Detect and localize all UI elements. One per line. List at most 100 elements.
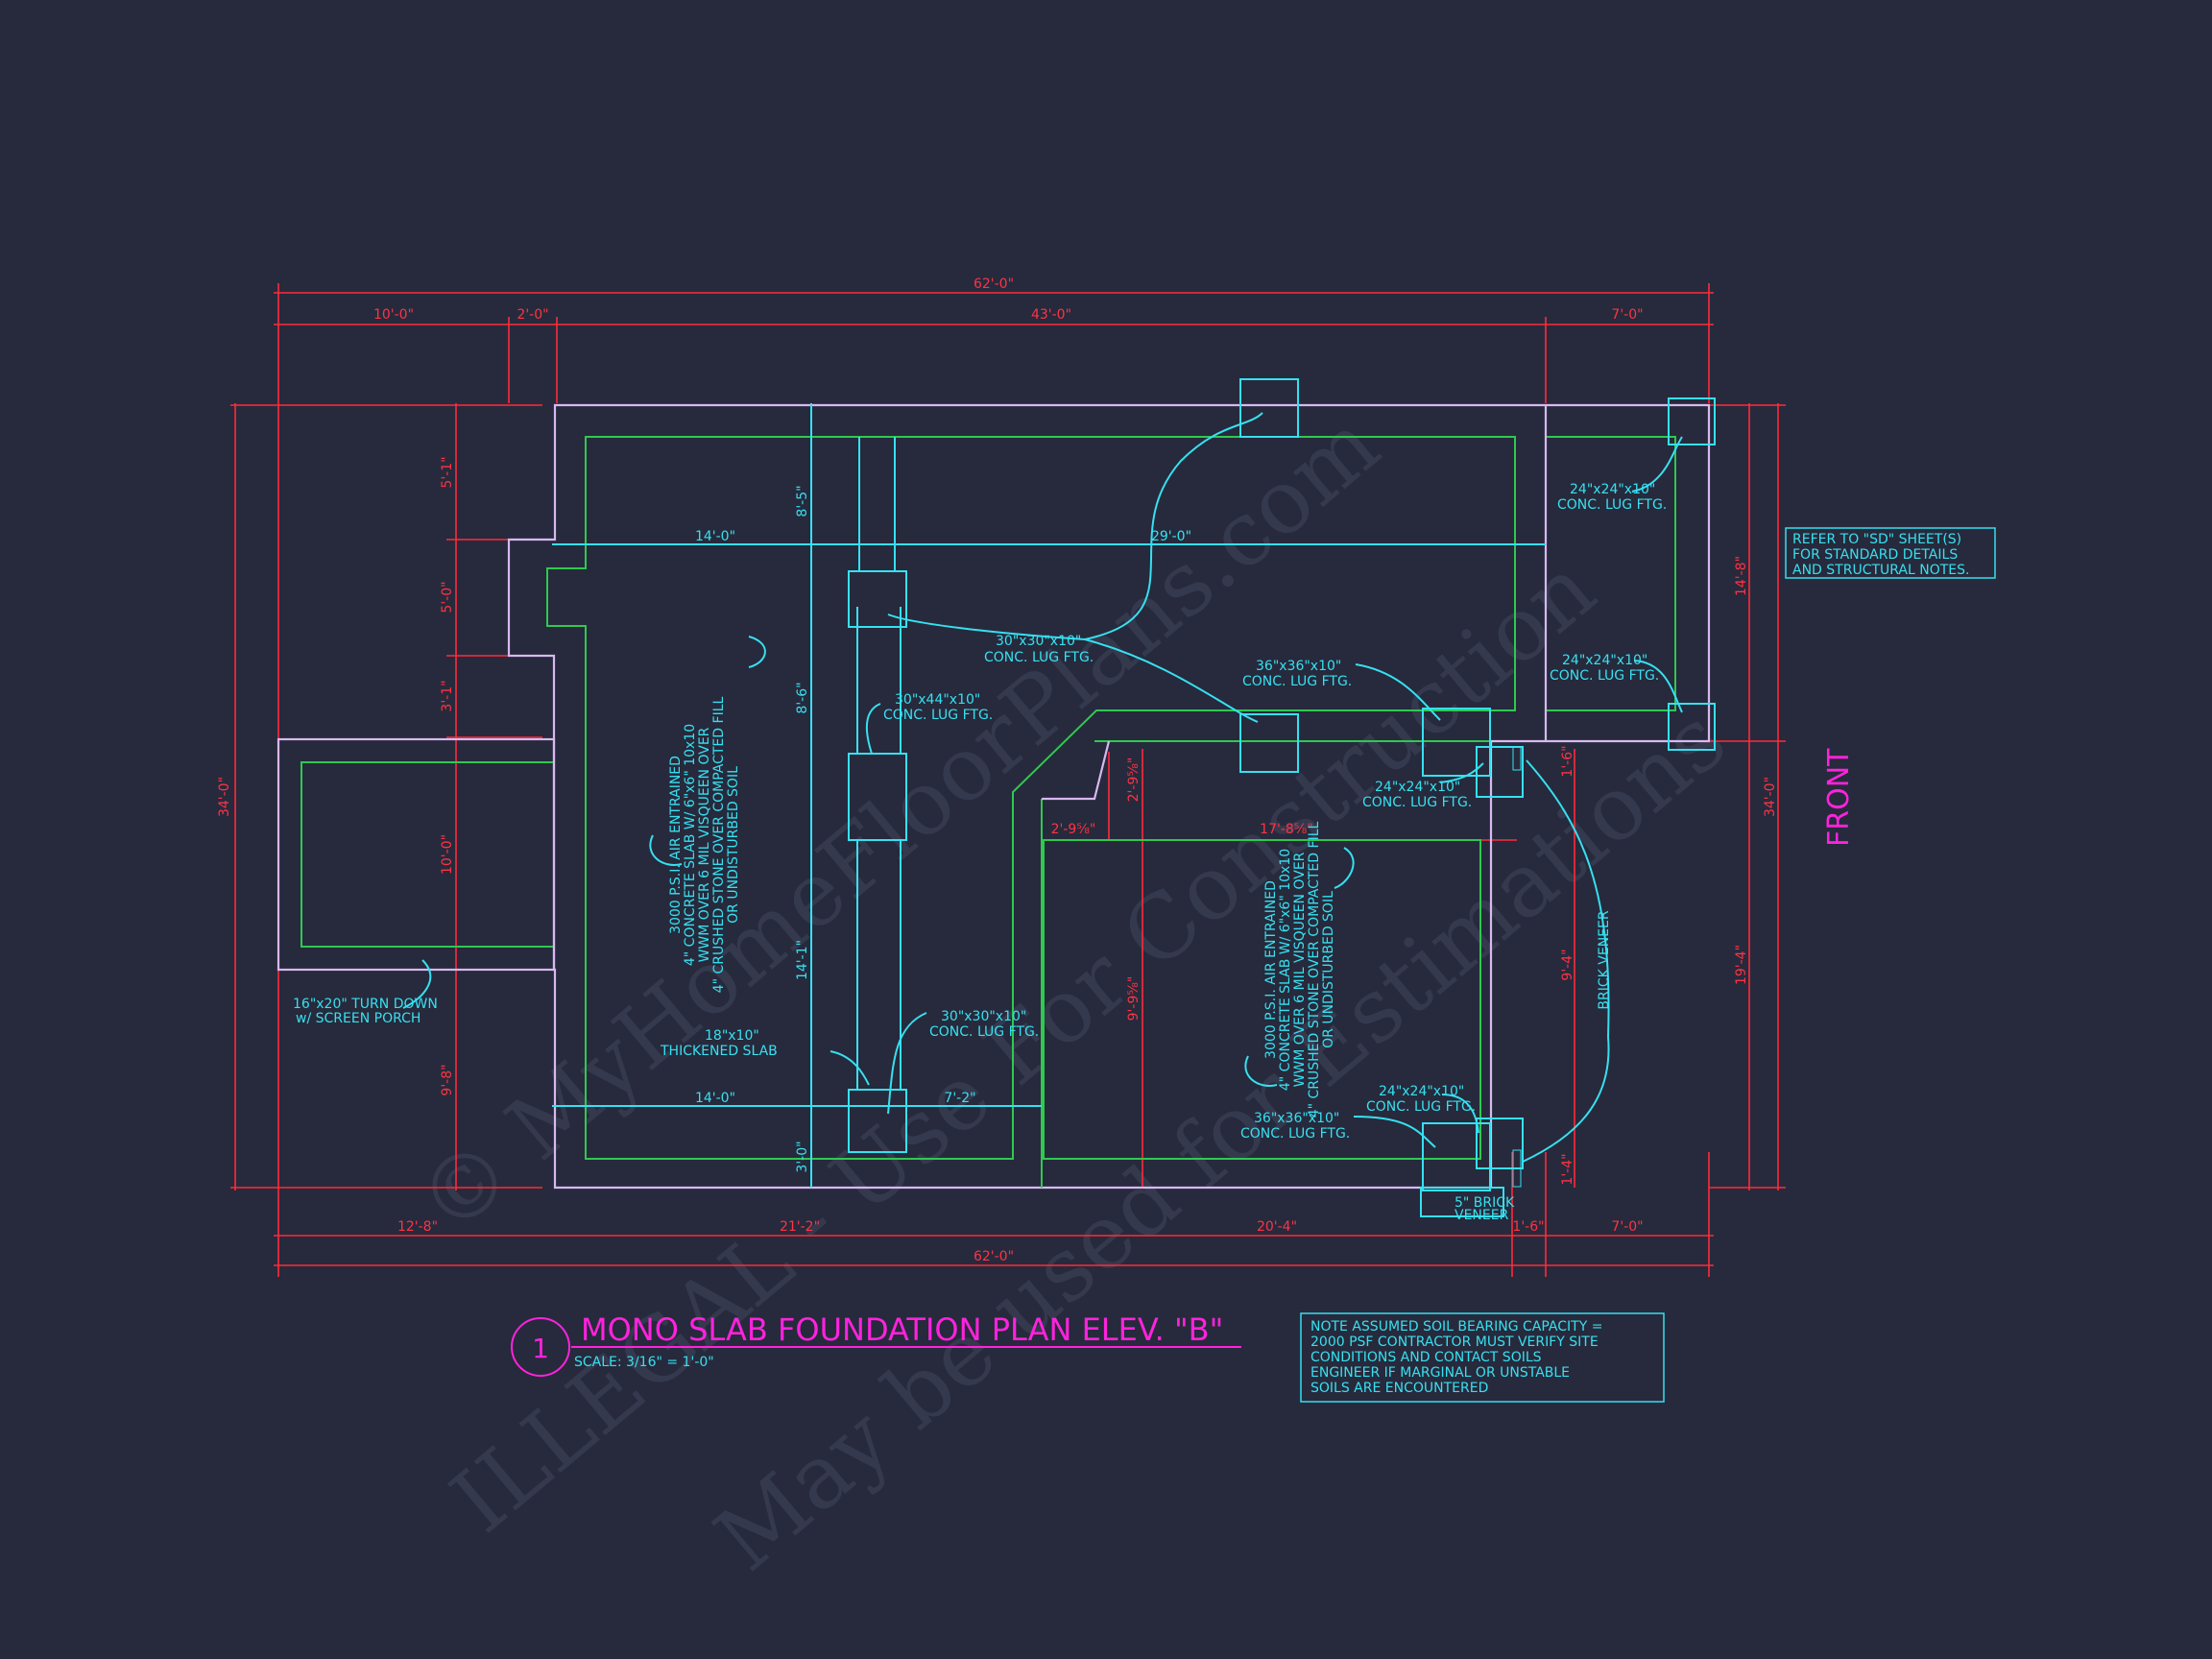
slab-spec-garage: 3000 P.S.I. AIR ENTRAINED 4" CONCRETE SL… xyxy=(1263,822,1336,1118)
footing-callouts: 30"x30"x10" CONC. LUG FTG. 30"x44"x10" C… xyxy=(293,482,1667,1223)
slab-spec-garage-3: WWM OVER 6 MIL VISQUEEN OVER xyxy=(1292,852,1308,1087)
dim-right-a: 14'-8" xyxy=(1734,556,1749,596)
ftg-24d-label: CONC. LUG FTG. xyxy=(1366,1099,1476,1115)
dim-bot-d: 1'-6" xyxy=(1512,1219,1544,1235)
dim-left-overall: 34'-0" xyxy=(217,777,232,817)
dimension-texts: 62'-0" 10'-0" 2'-0" 43'-0" 7'-0" 62'-0" … xyxy=(217,276,1778,1264)
ftg-36x36b-size: 36"x36"x10" xyxy=(1254,1111,1339,1126)
watermark: © MyHomeFloorPlans.com ILLEGAL - Use For… xyxy=(398,393,1744,1591)
soil-note-2: 2000 PSF CONTRACTOR MUST VERIFY SITE xyxy=(1310,1334,1599,1350)
dim-right-overall: 34'-0" xyxy=(1763,777,1778,817)
thick-slab-label: THICKENED SLAB xyxy=(660,1044,778,1059)
ftg-24d-size: 24"x24"x10" xyxy=(1379,1084,1464,1099)
dim-v-3-0: 3'-0" xyxy=(795,1141,810,1172)
interior-dimensions: 14'-0" 29'-0" 14'-0" 7'-2" 8'-5" 8'-6" 1… xyxy=(695,485,1191,1172)
foundation-outline xyxy=(507,403,1711,1190)
refer-note-2: FOR STANDARD DETAILS xyxy=(1792,547,1958,563)
dim-v-1-4: 1'-4" xyxy=(1560,1153,1575,1185)
thick-slab-size: 18"x10" xyxy=(705,1028,759,1044)
dim-in-29: 29'-0" xyxy=(1151,529,1191,544)
dim-v-8-5: 8'-5" xyxy=(795,485,810,517)
ftg-30x30a-size: 30"x30"x10" xyxy=(996,634,1081,649)
soil-note-4: ENGINEER IF MARGINAL OR UNSTABLE xyxy=(1310,1365,1570,1381)
ftg-36x36a-size: 36"x36"x10" xyxy=(1256,659,1341,674)
front-porch-slab xyxy=(1546,436,1676,711)
leader-lines xyxy=(402,412,1683,1163)
brick-hatch xyxy=(1512,746,1522,1188)
ftg-30x44-size: 30"x44"x10" xyxy=(895,692,980,708)
ftg-30x30b-size: 30"x30"x10" xyxy=(941,1009,1026,1024)
dim-top-a: 10'-0" xyxy=(373,307,414,323)
dim-bot-e: 7'-0" xyxy=(1611,1219,1643,1235)
dim-top-b: 2'-0" xyxy=(517,307,548,323)
dim-in-14b: 14'-0" xyxy=(695,1091,735,1106)
soil-note-1: NOTE ASSUMED SOIL BEARING CAPACITY = xyxy=(1310,1319,1602,1334)
dim-left-e: 9'-8" xyxy=(440,1064,455,1095)
turn-down-label: w/ SCREEN PORCH xyxy=(296,1011,421,1026)
slab-spec-garage-2: 4" CONCRETE SLAB W/ 6"x6" 10x10 xyxy=(1278,849,1293,1091)
ftg-24b-label: CONC. LUG FTG. xyxy=(1550,668,1659,684)
slab-spec-left-1: 3000 P.S.I. AIR ENTRAINED xyxy=(668,756,684,934)
slab-spec-garage-1: 3000 P.S.I. AIR ENTRAINED xyxy=(1263,880,1279,1059)
slab-spec-left: 3000 P.S.I. AIR ENTRAINED 4" CONCRETE SL… xyxy=(668,697,741,994)
brick-veneer-label: BRICK VENEER xyxy=(1597,910,1612,1009)
slab-edge xyxy=(546,436,1516,1160)
dim-v-2-9: 2'-9⅝" xyxy=(1126,757,1142,803)
dim-left-d: 10'-0" xyxy=(440,834,455,875)
dim-top-d: 7'-0" xyxy=(1611,307,1643,323)
garage-slab-edge xyxy=(1041,740,1491,1188)
ftg-24a-label: CONC. LUG FTG. xyxy=(1557,497,1667,513)
turn-down-size: 16"x20" TURN DOWN xyxy=(293,997,438,1012)
ftg-30x44-label: CONC. LUG FTG. xyxy=(883,708,993,723)
dim-v-1-6: 1'-6" xyxy=(1560,745,1575,777)
refer-note-1: REFER TO "SD" SHEET(S) xyxy=(1792,532,1961,547)
title-text: MONO SLAB FOUNDATION PLAN ELEV. "B" xyxy=(581,1311,1223,1348)
slab-spec-left-3: WWM OVER 6 MIL VISQUEEN OVER xyxy=(697,727,712,962)
dim-left-c: 3'-1" xyxy=(440,680,455,711)
ftg-30x30b-label: CONC. LUG FTG. xyxy=(929,1024,1039,1040)
brick-small-1: 5" BRICK xyxy=(1455,1195,1515,1211)
garage-interior xyxy=(1043,839,1481,1160)
dim-in-14a: 14'-0" xyxy=(695,529,735,544)
dim-bot-a: 12'-8" xyxy=(397,1219,438,1235)
front-label: FRONT xyxy=(1822,748,1856,847)
screen-porch xyxy=(276,737,556,972)
dim-top-overall: 62'-0" xyxy=(974,276,1014,292)
dim-v-8-6: 8'-6" xyxy=(795,682,810,713)
slab-spec-left-5: OR UNDISTURBED SOIL xyxy=(726,766,741,924)
front-porch-outline xyxy=(1042,405,1548,801)
dim-bot-overall: 62'-0" xyxy=(974,1249,1014,1264)
slab-spec-garage-4: 4" CRUSHED STONE OVER COMPACTED FILL xyxy=(1307,822,1322,1118)
ftg-30x30a-label: CONC. LUG FTG. xyxy=(984,650,1094,665)
soil-note: NOTE ASSUMED SOIL BEARING CAPACITY = 200… xyxy=(1300,1312,1665,1403)
dim-left-a: 5'-1" xyxy=(440,456,455,488)
ftg-36x36a-label: CONC. LUG FTG. xyxy=(1242,674,1352,689)
title-scale: SCALE: 3/16" = 1'-0" xyxy=(574,1355,714,1370)
dim-bot-b: 21'-2" xyxy=(780,1219,820,1235)
dim-in-17: 17'-8⅝" xyxy=(1260,822,1313,837)
ftg-24b-size: 24"x24"x10" xyxy=(1562,653,1647,668)
dim-bot-c: 20'-4" xyxy=(1257,1219,1297,1235)
soil-note-5: SOILS ARE ENCOUNTERED xyxy=(1310,1381,1488,1396)
structural-lines xyxy=(552,378,1716,1217)
dim-v-9-9: 9'-9⅝" xyxy=(1126,976,1142,1022)
title-number: 1 xyxy=(532,1333,549,1364)
dim-top-c: 43'-0" xyxy=(1031,307,1071,323)
dim-v-14-1: 14'-1" xyxy=(795,940,810,980)
slab-spec-left-4: 4" CRUSHED STONE OVER COMPACTED FILL xyxy=(711,697,727,994)
refer-note-3: AND STRUCTURAL NOTES. xyxy=(1792,563,1969,578)
ftg-24c-size: 24"x24"x10" xyxy=(1375,780,1460,795)
soil-note-3: CONDITIONS AND CONTACT SOILS xyxy=(1310,1350,1542,1365)
dim-right-b: 19'-4" xyxy=(1734,945,1749,985)
ftg-24a-size: 24"x24"x10" xyxy=(1570,482,1655,497)
brick-small-2: VENEER xyxy=(1455,1208,1509,1223)
ftg-24c-label: CONC. LUG FTG. xyxy=(1362,795,1472,810)
dim-in-2: 2'-9⅝" xyxy=(1051,822,1096,837)
dim-v-9-4: 9'-4" xyxy=(1560,949,1575,980)
ftg-36x36b-label: CONC. LUG FTG. xyxy=(1240,1126,1350,1142)
title-block: 1 MONO SLAB FOUNDATION PLAN ELEV. "B" SC… xyxy=(511,1311,1241,1377)
dim-left-b: 5'-0" xyxy=(440,581,455,613)
dim-in-7-2: 7'-2" xyxy=(944,1091,975,1106)
refer-note: REFER TO "SD" SHEET(S) FOR STANDARD DETA… xyxy=(1785,527,1996,579)
